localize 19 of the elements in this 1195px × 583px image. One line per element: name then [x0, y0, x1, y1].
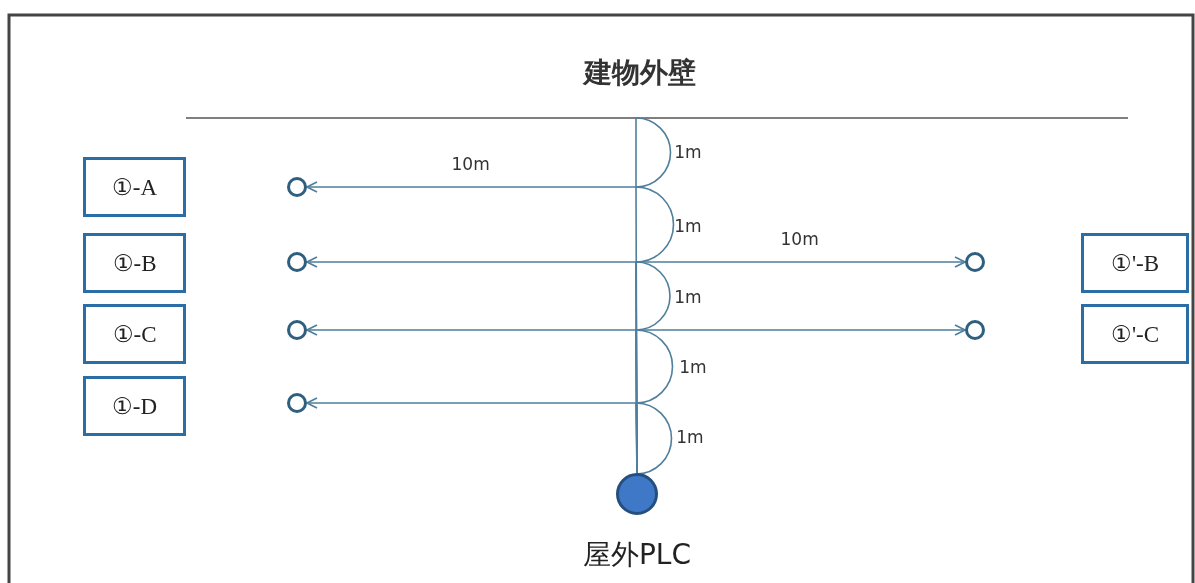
- plc-label: 屋外PLC: [581, 537, 692, 573]
- dimension-label: 1m: [676, 425, 704, 449]
- terminal-circle: [965, 252, 985, 272]
- label-box: ①-A: [83, 157, 186, 217]
- dimension-label: 1m: [674, 285, 702, 309]
- label-box: ①'-B: [1081, 233, 1189, 293]
- wall-label: 建物外壁: [584, 56, 696, 90]
- label-box: ①-D: [83, 376, 186, 436]
- terminal-circle: [287, 320, 307, 340]
- label-box: ①'-C: [1081, 304, 1189, 364]
- terminal-circle: [287, 177, 307, 197]
- dimension-label: 1m: [674, 140, 702, 164]
- dimension-label: 1m: [674, 214, 702, 238]
- label-box: ①-B: [83, 233, 186, 293]
- terminal-circle: [965, 320, 985, 340]
- label-box: ①-C: [83, 304, 186, 364]
- terminal-circle: [287, 393, 307, 413]
- dimension-label: 1m: [679, 355, 707, 379]
- terminal-circle: [287, 252, 307, 272]
